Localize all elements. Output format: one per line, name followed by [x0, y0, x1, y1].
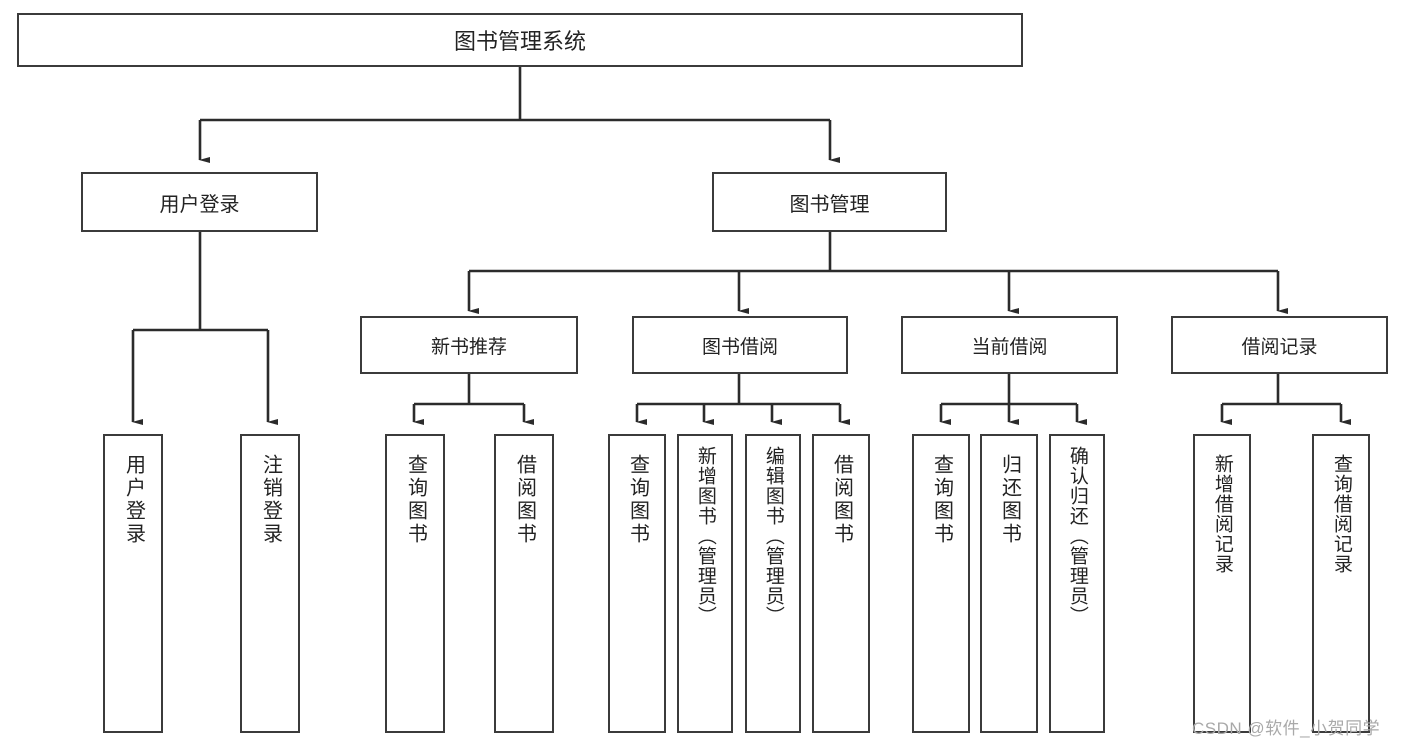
node-leaf-return-book-label: 归还图书	[998, 454, 1021, 546]
node-borrow-record-label: 借阅记录	[1241, 336, 1318, 358]
node-current-borrow[interactable]: 当前借阅	[901, 316, 1118, 374]
node-current-borrow-label: 当前借阅	[971, 336, 1048, 358]
node-leaf-borrow-book-1-label: 借阅图书	[513, 454, 536, 546]
node-leaf-query-book-3[interactable]: 查询图书	[912, 434, 970, 733]
node-root[interactable]: 图书管理系统	[17, 13, 1023, 67]
node-leaf-add-record-label: 新增借阅记录	[1211, 454, 1233, 574]
node-borrow-record[interactable]: 借阅记录	[1171, 316, 1388, 374]
node-leaf-query-book-1-label: 查询图书	[404, 454, 427, 546]
node-new-book-recommend[interactable]: 新书推荐	[360, 316, 578, 374]
node-leaf-confirm-return[interactable]: 确认归还（管理员）	[1049, 434, 1105, 733]
node-leaf-query-book-3-label: 查询图书	[930, 454, 953, 546]
node-leaf-add-record[interactable]: 新增借阅记录	[1193, 434, 1251, 733]
node-leaf-user-login[interactable]: 用户登录	[103, 434, 163, 733]
node-leaf-edit-book[interactable]: 编辑图书（管理员）	[745, 434, 801, 733]
node-leaf-query-record[interactable]: 查询借阅记录	[1312, 434, 1370, 733]
node-new-book-recommend-label: 新书推荐	[430, 336, 507, 358]
node-book-manage[interactable]: 图书管理	[712, 172, 947, 232]
node-leaf-logout-login[interactable]: 注销登录	[240, 434, 300, 733]
node-book-borrow[interactable]: 图书借阅	[632, 316, 848, 374]
node-leaf-query-book-2[interactable]: 查询图书	[608, 434, 666, 733]
node-root-label: 图书管理系统	[453, 29, 586, 54]
node-leaf-add-book-label: 新增图书（管理员）	[694, 446, 716, 626]
node-book-borrow-label: 图书借阅	[701, 336, 778, 358]
node-leaf-add-book[interactable]: 新增图书（管理员）	[677, 434, 733, 733]
node-leaf-logout-login-label: 注销登录	[259, 454, 282, 546]
node-leaf-borrow-book-1[interactable]: 借阅图书	[494, 434, 554, 733]
node-leaf-query-record-label: 查询借阅记录	[1330, 454, 1352, 574]
node-user-login-label: 用户登录	[159, 193, 240, 216]
node-leaf-confirm-return-label: 确认归还（管理员）	[1066, 446, 1088, 626]
node-leaf-return-book[interactable]: 归还图书	[980, 434, 1038, 733]
node-leaf-query-book-2-label: 查询图书	[626, 454, 649, 546]
node-leaf-borrow-book-2[interactable]: 借阅图书	[812, 434, 870, 733]
node-user-login[interactable]: 用户登录	[81, 172, 318, 232]
watermark: CSDN @软件_小贺同学	[1192, 719, 1381, 738]
node-book-manage-label: 图书管理	[789, 193, 870, 216]
node-leaf-edit-book-label: 编辑图书（管理员）	[762, 446, 784, 626]
node-leaf-borrow-book-2-label: 借阅图书	[830, 454, 853, 546]
node-leaf-user-login-label: 用户登录	[122, 454, 145, 546]
node-leaf-query-book-1[interactable]: 查询图书	[385, 434, 445, 733]
